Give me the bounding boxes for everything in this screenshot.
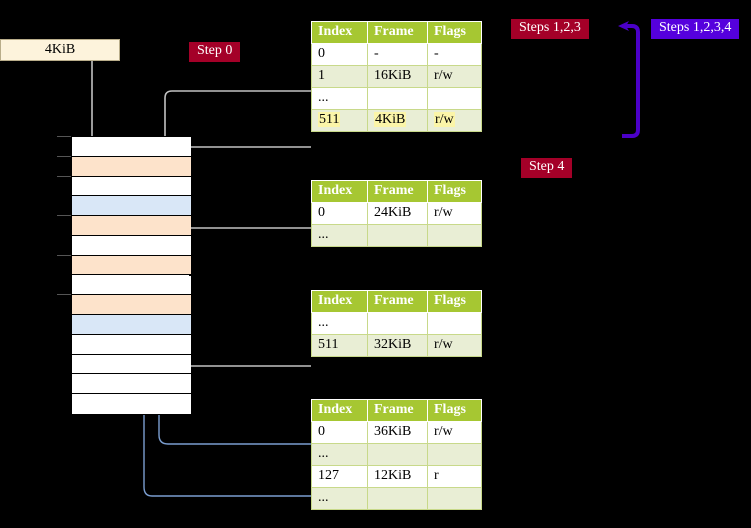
- memory-frame-row: [72, 374, 191, 395]
- table-cell: 36KiB: [367, 421, 428, 444]
- column-header-frame: Frame: [367, 399, 428, 422]
- wire-t1r4-to-mem: [176, 146, 311, 220]
- memory-tick-mark: [57, 215, 71, 217]
- memory-frame-row: [72, 216, 191, 236]
- table-cell: r/w: [427, 202, 482, 225]
- memory-frame-row: [72, 354, 191, 375]
- table-row: 0--: [311, 43, 482, 66]
- table-cell: 0: [311, 421, 368, 444]
- column-header-frame: Frame: [367, 21, 428, 44]
- wire-t3r2-to-mem: [177, 288, 311, 367]
- table-cell: [367, 312, 428, 335]
- memory-tick-mark: [57, 155, 71, 157]
- column-header-flags: Flags: [427, 290, 482, 313]
- table-cell: [367, 224, 428, 247]
- size-label-text: 4KiB: [44, 42, 76, 57]
- table-cell: 1: [311, 65, 368, 88]
- memory-tick-mark: [57, 136, 71, 137]
- table-cell: ...: [311, 443, 368, 466]
- column-header-frame: Frame: [367, 290, 428, 313]
- table-cell: 16KiB: [367, 65, 428, 88]
- table-cell: 12KiB: [367, 465, 428, 488]
- table-cell: r/w: [427, 109, 482, 132]
- column-header-index: Index: [311, 180, 368, 203]
- column-header-frame: Frame: [367, 180, 428, 203]
- memory-frame-row: [72, 235, 191, 256]
- wire-purple-bracket: [618, 21, 640, 138]
- memory-frame-row: [72, 275, 191, 296]
- physical-memory-block: [71, 136, 191, 415]
- memory-frame-row: [72, 394, 191, 414]
- wire-t2r1-to-mem: [176, 227, 311, 264]
- memory-tick-mark: [57, 254, 71, 256]
- table-cell: r/w: [427, 65, 482, 88]
- memory-frame-row: [72, 196, 191, 217]
- table-cell: [427, 87, 482, 110]
- table-cell: 4KiB: [367, 109, 428, 132]
- memory-tick-mark: [57, 294, 71, 296]
- table-cell: ...: [311, 224, 368, 247]
- table-cell: [367, 487, 428, 510]
- memory-frame-row: [72, 315, 191, 335]
- table-cell: ...: [311, 87, 368, 110]
- table-cell: 0: [311, 43, 368, 66]
- memory-frame-row: [72, 156, 191, 177]
- memory-frame-row: [72, 295, 191, 316]
- table-cell: r/w: [427, 334, 482, 357]
- column-header-index: Index: [311, 21, 368, 44]
- table-cell: 511: [311, 109, 368, 132]
- column-header-flags: Flags: [427, 180, 482, 203]
- memory-frame-row: [72, 334, 191, 355]
- table-cell: ...: [311, 312, 368, 335]
- steps-1234-tag: Steps 1,2,3,4: [651, 18, 740, 39]
- table-cell: 127: [311, 465, 368, 488]
- table-row: ...: [311, 312, 482, 335]
- table-row: ...: [311, 487, 482, 510]
- memory-frame-row: [72, 255, 191, 276]
- steps-123-tag: Steps 1,2,3: [511, 18, 589, 39]
- memory-frame-row: [72, 137, 191, 157]
- table-row: ...: [311, 443, 482, 466]
- table-cell: [427, 487, 482, 510]
- table-row: ...: [311, 224, 482, 247]
- table-cell: [367, 443, 428, 466]
- column-header-index: Index: [311, 399, 368, 422]
- step-4-tag: Step 4: [521, 157, 573, 178]
- table-cell: 511: [311, 334, 368, 357]
- column-header-flags: Flags: [427, 21, 482, 44]
- table-cell: [427, 224, 482, 247]
- table-cell: [367, 87, 428, 110]
- memory-frame-row: [72, 176, 191, 197]
- table-cell: 24KiB: [367, 202, 428, 225]
- table-cell: 0: [311, 202, 368, 225]
- memory-tick-mark: [57, 175, 71, 177]
- size-label-box: 4KiB: [0, 39, 120, 61]
- column-header-flags: Flags: [427, 399, 482, 422]
- table-cell: -: [367, 43, 428, 66]
- table-cell: [427, 443, 482, 466]
- table-cell: r/w: [427, 421, 482, 444]
- table-cell: 32KiB: [367, 334, 428, 357]
- table-cell: ...: [311, 487, 368, 510]
- table-cell: r: [427, 465, 482, 488]
- step-0-tag: Step 0: [189, 41, 241, 62]
- table-row: ...: [311, 87, 482, 110]
- table-cell: -: [427, 43, 482, 66]
- column-header-index: Index: [311, 290, 368, 313]
- table-cell: [427, 312, 482, 335]
